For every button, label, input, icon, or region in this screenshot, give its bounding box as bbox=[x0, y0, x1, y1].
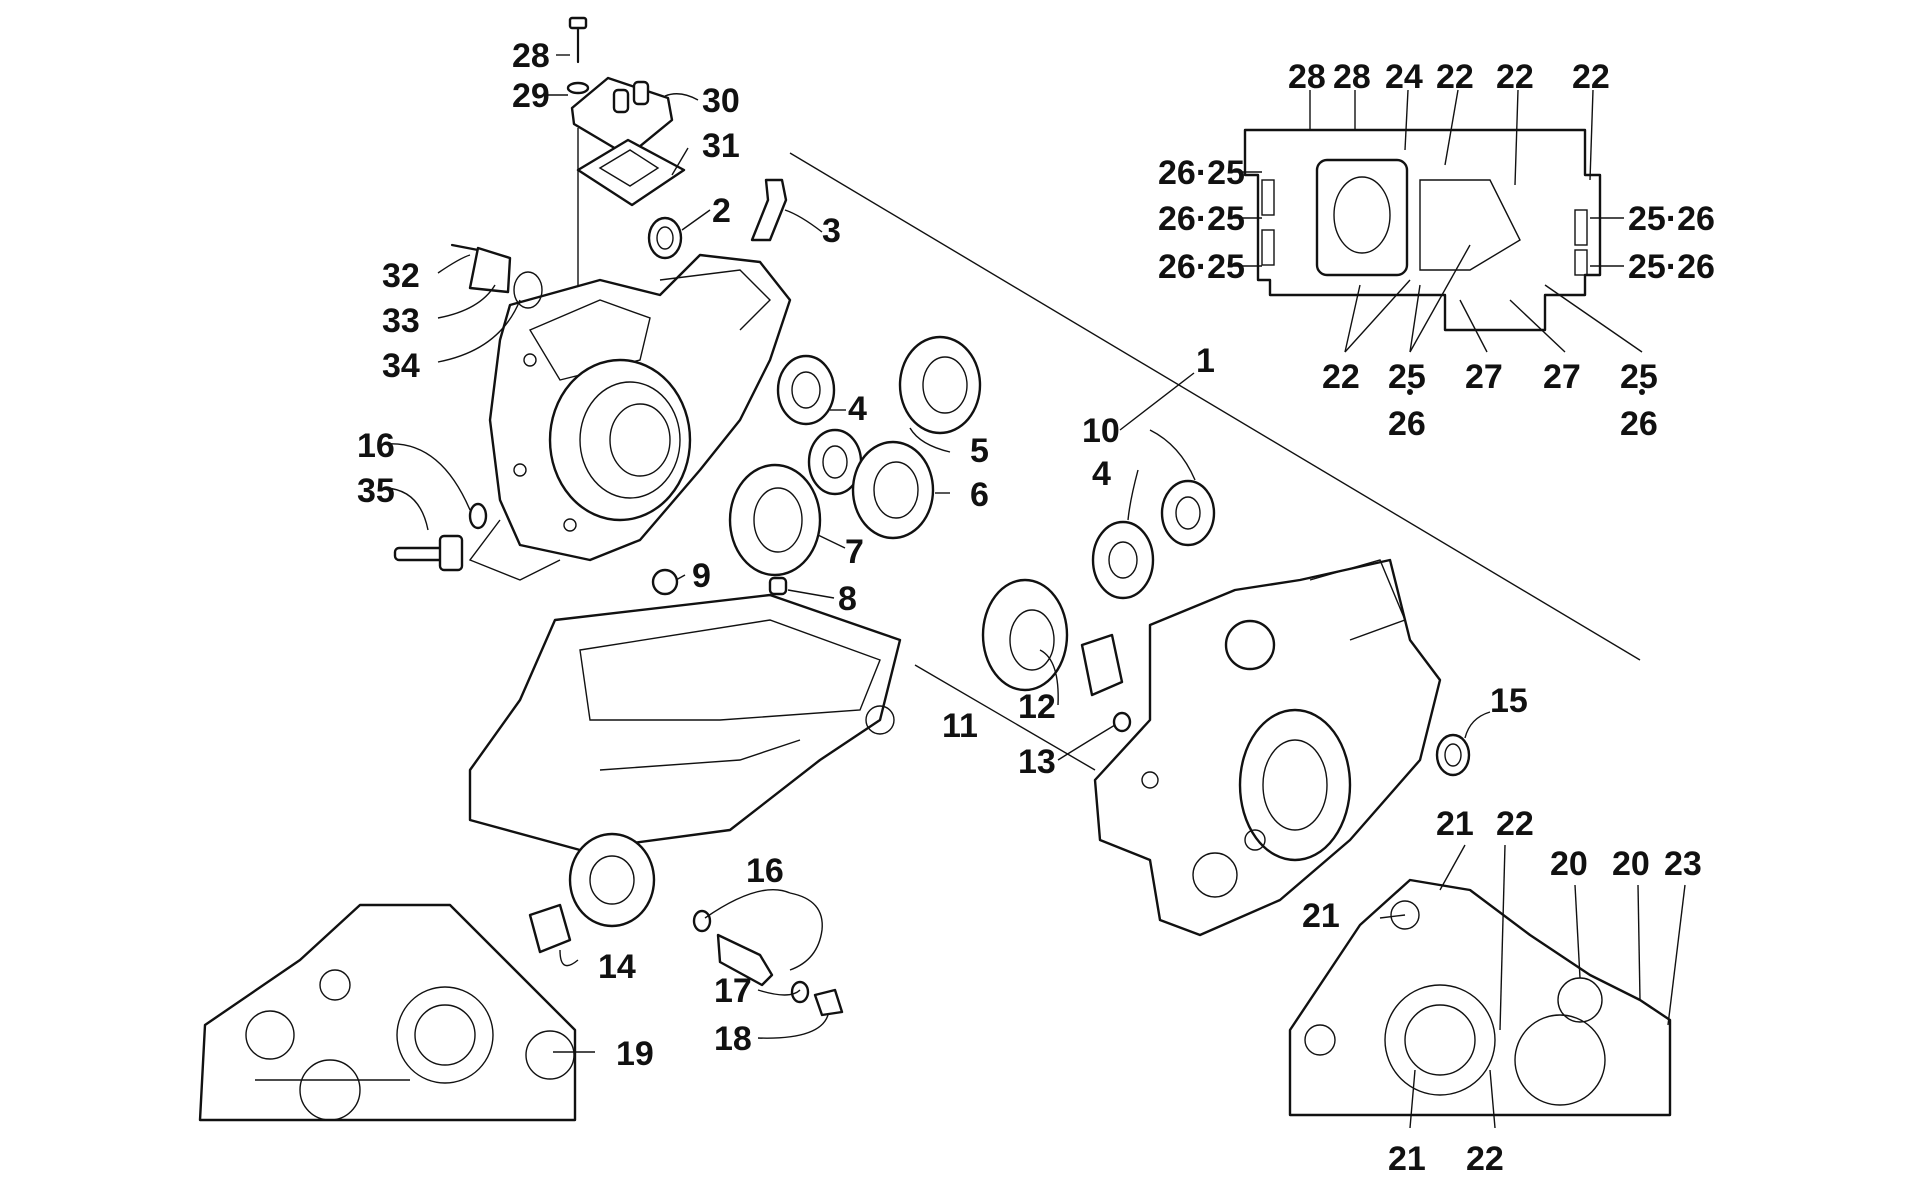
callout-5: 5 bbox=[970, 432, 989, 470]
callout-3: 3 bbox=[822, 212, 841, 250]
callout-25-under-a: 25 bbox=[1388, 358, 1426, 396]
callout-26-25-c: 26·25 bbox=[1158, 248, 1245, 286]
callout-27-b: 27 bbox=[1543, 358, 1581, 396]
callout-labels: 28 29 30 31 2 3 32 33 34 4 5 6 7 16 35 9… bbox=[357, 37, 1715, 1178]
callout-26-under-a: 26 bbox=[1388, 405, 1426, 443]
callout-19: 19 bbox=[616, 1035, 654, 1073]
callout-16-lower: 16 bbox=[746, 852, 784, 890]
callout-20-second: 20 bbox=[1612, 845, 1650, 883]
callout-20: 20 bbox=[1550, 845, 1588, 883]
callout-10: 10 bbox=[1082, 412, 1120, 450]
callout-28-top-b: 28 bbox=[1333, 58, 1371, 96]
leader-lines bbox=[385, 54, 1686, 1129]
callout-4: 4 bbox=[848, 390, 867, 428]
callout-22-top-c: 22 bbox=[1572, 58, 1610, 96]
callout-26-25-b: 26·25 bbox=[1158, 200, 1245, 238]
callout-27-a: 27 bbox=[1465, 358, 1503, 396]
callout-30: 30 bbox=[702, 82, 740, 120]
callout-28: 28 bbox=[512, 37, 550, 75]
callout-21: 21 bbox=[1436, 805, 1474, 843]
callout-2: 2 bbox=[712, 192, 731, 230]
callout-32: 32 bbox=[382, 257, 420, 295]
callout-12: 12 bbox=[1018, 688, 1056, 726]
lower-crankcase bbox=[468, 593, 902, 1017]
breather-cover-assembly bbox=[566, 16, 686, 330]
callout-23: 23 bbox=[1664, 845, 1702, 883]
callout-22: 22 bbox=[1496, 805, 1534, 843]
callout-26-under-b: 26 bbox=[1620, 405, 1658, 443]
callout-26-25-a: 26·25 bbox=[1158, 154, 1245, 192]
callout-24: 24 bbox=[1385, 58, 1423, 96]
bearings-and-seals-right bbox=[981, 479, 1471, 777]
bearings-and-seals-left bbox=[393, 216, 982, 596]
callout-16: 16 bbox=[357, 427, 395, 465]
callout-22-top-b: 22 bbox=[1496, 58, 1534, 96]
callout-11: 11 bbox=[942, 707, 978, 745]
callout-8: 8 bbox=[838, 580, 857, 618]
callout-28-top-a: 28 bbox=[1288, 58, 1326, 96]
left-crankcase-half bbox=[468, 178, 792, 581]
callout-7: 7 bbox=[845, 533, 864, 571]
right-crankcase-half bbox=[1093, 558, 1442, 937]
callout-25-under-b: 25 bbox=[1620, 358, 1658, 396]
callout-18: 18 bbox=[714, 1020, 752, 1058]
callout-14: 14 bbox=[598, 948, 636, 986]
callout-21-bottom: 21 bbox=[1388, 1140, 1426, 1178]
callout-15: 15 bbox=[1490, 682, 1528, 720]
callout-29: 29 bbox=[512, 77, 550, 115]
callout-22-under: 22 bbox=[1322, 358, 1360, 396]
callout-22-top-a: 22 bbox=[1436, 58, 1474, 96]
left-case-outer-view bbox=[198, 903, 577, 1122]
callout-33: 33 bbox=[382, 302, 420, 340]
callout-35: 35 bbox=[357, 472, 395, 510]
callout-17: 17 bbox=[714, 972, 752, 1010]
callout-4-right: 4 bbox=[1092, 455, 1111, 493]
callout-31: 31 bbox=[702, 127, 740, 165]
callout-34: 34 bbox=[382, 347, 420, 385]
top-case-plan-view bbox=[1243, 128, 1602, 332]
callout-25-26-b: 25·26 bbox=[1628, 248, 1715, 286]
callout-21-mid: 21 bbox=[1302, 897, 1340, 935]
callout-6: 6 bbox=[970, 476, 989, 514]
callout-25-26-a: 25·26 bbox=[1628, 200, 1715, 238]
callout-13: 13 bbox=[1018, 743, 1056, 781]
callout-1: 1 bbox=[1196, 342, 1215, 380]
callout-22-bottom: 22 bbox=[1466, 1140, 1504, 1178]
callout-9: 9 bbox=[692, 557, 711, 595]
right-case-outer-view bbox=[1288, 878, 1672, 1117]
